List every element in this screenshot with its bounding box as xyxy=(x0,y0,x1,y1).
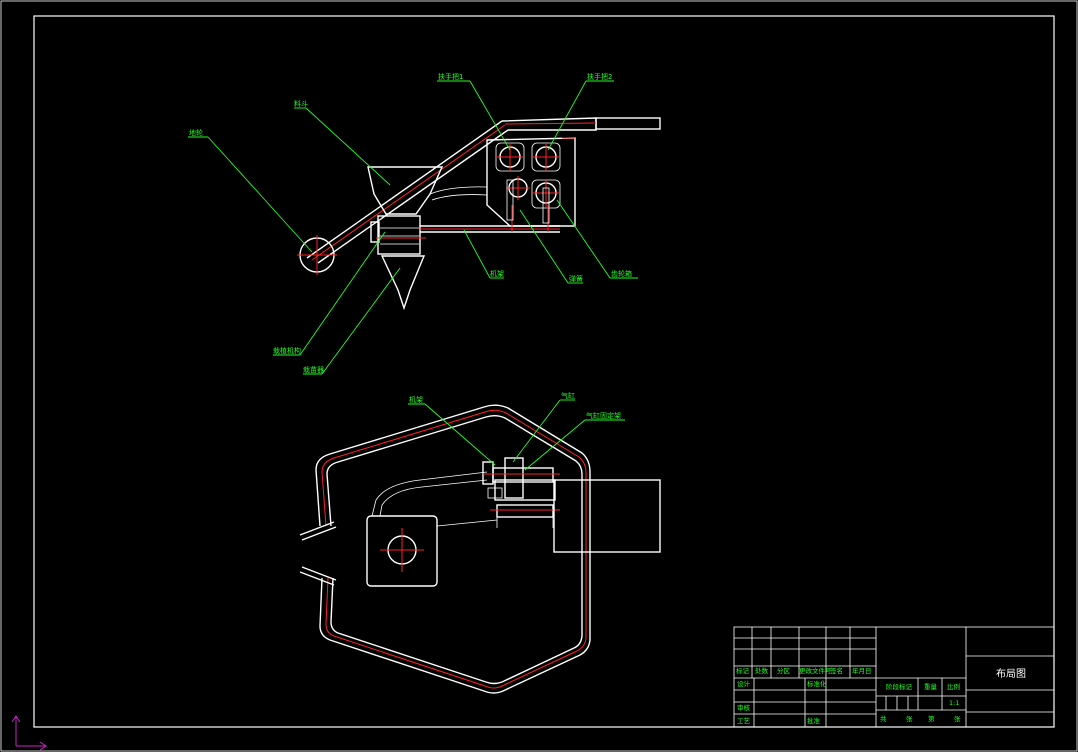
planter-cone xyxy=(380,255,426,311)
ground-wheel xyxy=(297,235,337,275)
tb-process: 工艺 xyxy=(737,717,751,725)
frame-border xyxy=(33,15,1055,728)
callout-cylinder-bracket: 气缸固定架 xyxy=(586,411,621,420)
callout-frame-plan: 机架 xyxy=(409,395,423,404)
plan-view: 机架 气缸 气缸固定架 xyxy=(299,391,661,694)
tb-scale-value: 1:1 xyxy=(949,699,959,707)
frame-loop xyxy=(315,404,591,694)
cylinder-assembly xyxy=(482,457,560,528)
frame-rail xyxy=(420,225,560,233)
callout-planter: 栽苗器 xyxy=(303,365,324,374)
callout-leaders-top xyxy=(188,80,638,375)
callout-leaders-plan xyxy=(408,399,625,471)
tb-rev-label-0: 标记 xyxy=(736,666,750,675)
callout-spring: 弹簧 xyxy=(569,274,583,283)
callout-cylinder: 气缸 xyxy=(561,391,575,400)
hopper-box xyxy=(366,471,498,587)
tb-stage-mark: 阶段标记 xyxy=(886,682,913,691)
tb-drawing-name: 布局图 xyxy=(996,668,1026,680)
ucs-axis-icon xyxy=(11,715,47,751)
tb-rev-label-4: 签名 xyxy=(830,666,843,675)
callout-planting-mechanism: 栽植机构 xyxy=(273,346,301,355)
handle-ends xyxy=(299,521,337,586)
tb-review: 审核 xyxy=(737,703,751,712)
side-elevation-view: 扶手把1 扶手把2 料斗 地轮 齿轮箱 机架 弹簧 栽植机构 栽苗器 xyxy=(188,72,661,375)
gear-box-plan xyxy=(553,479,661,553)
callout-handle-2: 扶手把2 xyxy=(587,72,612,81)
gear-box xyxy=(486,137,576,232)
tb-sheet-label-3: 张 xyxy=(954,714,961,723)
tb-weight: 重量 xyxy=(924,683,938,691)
tb-sheet-label-0: 共 xyxy=(880,714,887,723)
callout-ground-wheel: 地轮 xyxy=(189,128,203,137)
hopper xyxy=(367,166,488,215)
tb-sheet-label-1: 张 xyxy=(906,714,913,723)
callout-hopper: 料斗 xyxy=(294,99,308,108)
tb-rev-label-2: 分区 xyxy=(777,666,791,675)
tb-approve: 批准 xyxy=(807,716,821,725)
callout-frame: 机架 xyxy=(490,269,504,278)
planting-mechanism xyxy=(370,215,426,255)
callout-gear-box: 齿轮箱 xyxy=(611,269,632,278)
callout-handle-1: 扶手把1 xyxy=(438,72,463,81)
tb-rev-label-5: 年月日 xyxy=(852,666,872,675)
tb-standardization: 标准化 xyxy=(807,679,827,688)
title-block: 标记 处数 分区 更改文件号 签名 年月日 设计 标准化 审核 工艺 批准 阶段… xyxy=(733,626,1055,728)
handle-bar xyxy=(306,117,661,264)
tb-rev-label-1: 处数 xyxy=(755,666,769,675)
tb-scale-label: 比例 xyxy=(947,682,960,691)
tb-sheet-label-2: 第 xyxy=(928,714,935,723)
tb-rev-label-3: 更改文件号 xyxy=(799,666,832,675)
tb-design: 设计 xyxy=(737,679,751,688)
